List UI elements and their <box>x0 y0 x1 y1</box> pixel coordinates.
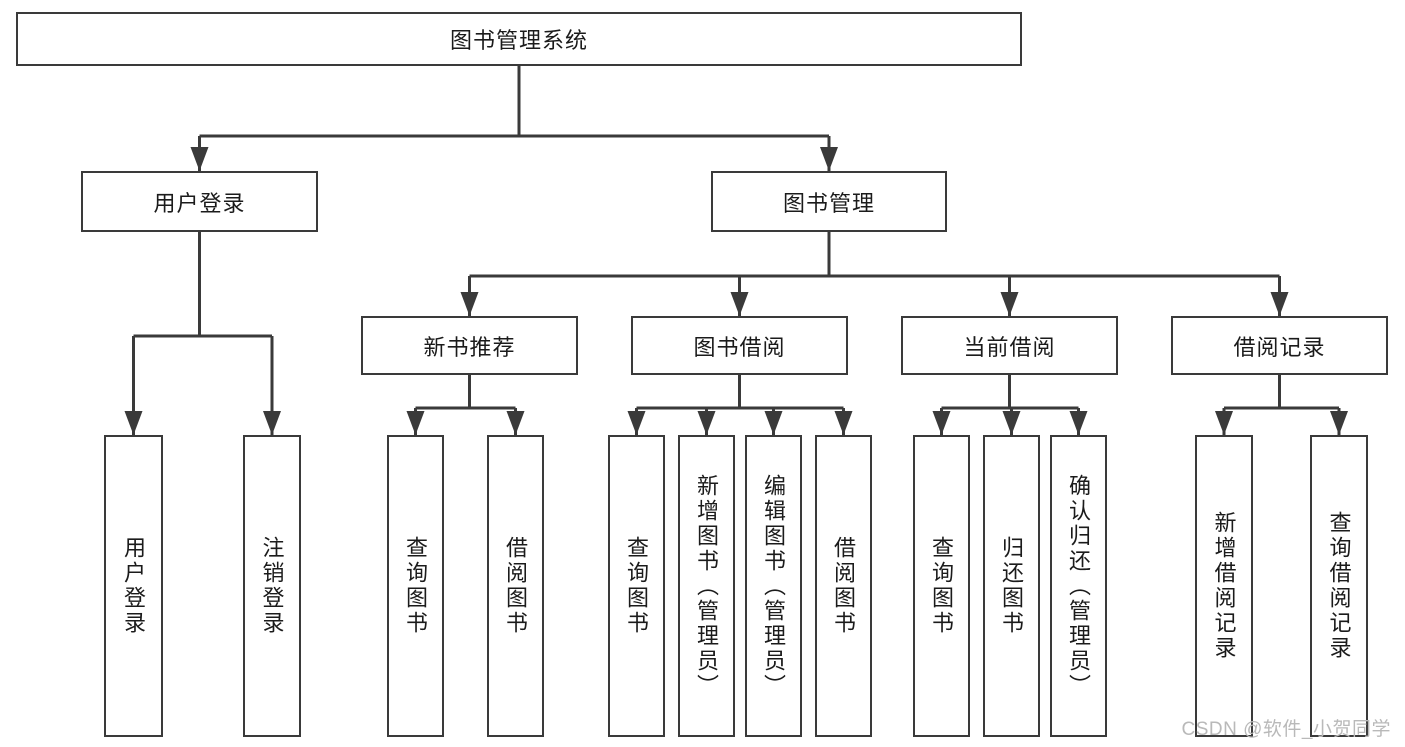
node-label: 借阅图书 <box>503 536 529 636</box>
node-label: 查询图书 <box>929 536 955 636</box>
node-label: 借阅记录 <box>1233 334 1326 360</box>
watermark: CSDN @软件_小贺同学 <box>1181 719 1391 740</box>
node-borrow[interactable]: 图书借阅 <box>631 316 848 375</box>
node-newbook[interactable]: 新书推荐 <box>361 316 578 375</box>
node-l-query2[interactable]: 查询图书 <box>608 435 665 737</box>
node-label: 用户登录 <box>121 536 147 636</box>
node-l-return[interactable]: 归还图书 <box>983 435 1040 737</box>
node-label: 查询图书 <box>624 536 650 636</box>
node-label: 图书借阅 <box>693 334 786 360</box>
node-l-editbook[interactable]: 编辑图书（管理员） <box>745 435 802 737</box>
node-l-borrow2[interactable]: 借阅图书 <box>815 435 872 737</box>
node-label: 图书管理系统 <box>449 28 588 53</box>
node-l-confirm[interactable]: 确认归还（管理员） <box>1050 435 1107 737</box>
node-root[interactable]: 图书管理系统 <box>16 12 1022 66</box>
node-l-query3[interactable]: 查询图书 <box>913 435 970 737</box>
node-l-queryrec[interactable]: 查询借阅记录 <box>1310 435 1368 737</box>
node-label: 借阅图书 <box>831 536 857 636</box>
node-label: 注销登录 <box>259 536 285 636</box>
node-label: 查询图书 <box>403 536 429 636</box>
node-l-addbook[interactable]: 新增图书（管理员） <box>678 435 735 737</box>
node-label: 确认归还（管理员） <box>1066 473 1092 699</box>
node-label: 查询借阅记录 <box>1326 511 1352 661</box>
node-label: 用户登录 <box>153 190 246 216</box>
node-current[interactable]: 当前借阅 <box>901 316 1118 375</box>
node-label: 当前借阅 <box>963 334 1056 360</box>
node-label: 新增图书（管理员） <box>694 473 720 699</box>
node-bookmgmt[interactable]: 图书管理 <box>711 171 947 232</box>
node-records[interactable]: 借阅记录 <box>1171 316 1388 375</box>
node-l-userlogin[interactable]: 用户登录 <box>104 435 163 737</box>
node-label: 新增借阅记录 <box>1211 511 1237 661</box>
node-l-logout[interactable]: 注销登录 <box>243 435 301 737</box>
node-l-addrec[interactable]: 新增借阅记录 <box>1195 435 1253 737</box>
node-label: 图书管理 <box>782 190 875 216</box>
node-login[interactable]: 用户登录 <box>81 171 318 232</box>
node-label: 归还图书 <box>999 536 1025 636</box>
node-label: 新书推荐 <box>423 334 516 360</box>
node-l-borrow1[interactable]: 借阅图书 <box>487 435 544 737</box>
node-label: 编辑图书（管理员） <box>761 473 787 699</box>
node-l-query1[interactable]: 查询图书 <box>387 435 444 737</box>
